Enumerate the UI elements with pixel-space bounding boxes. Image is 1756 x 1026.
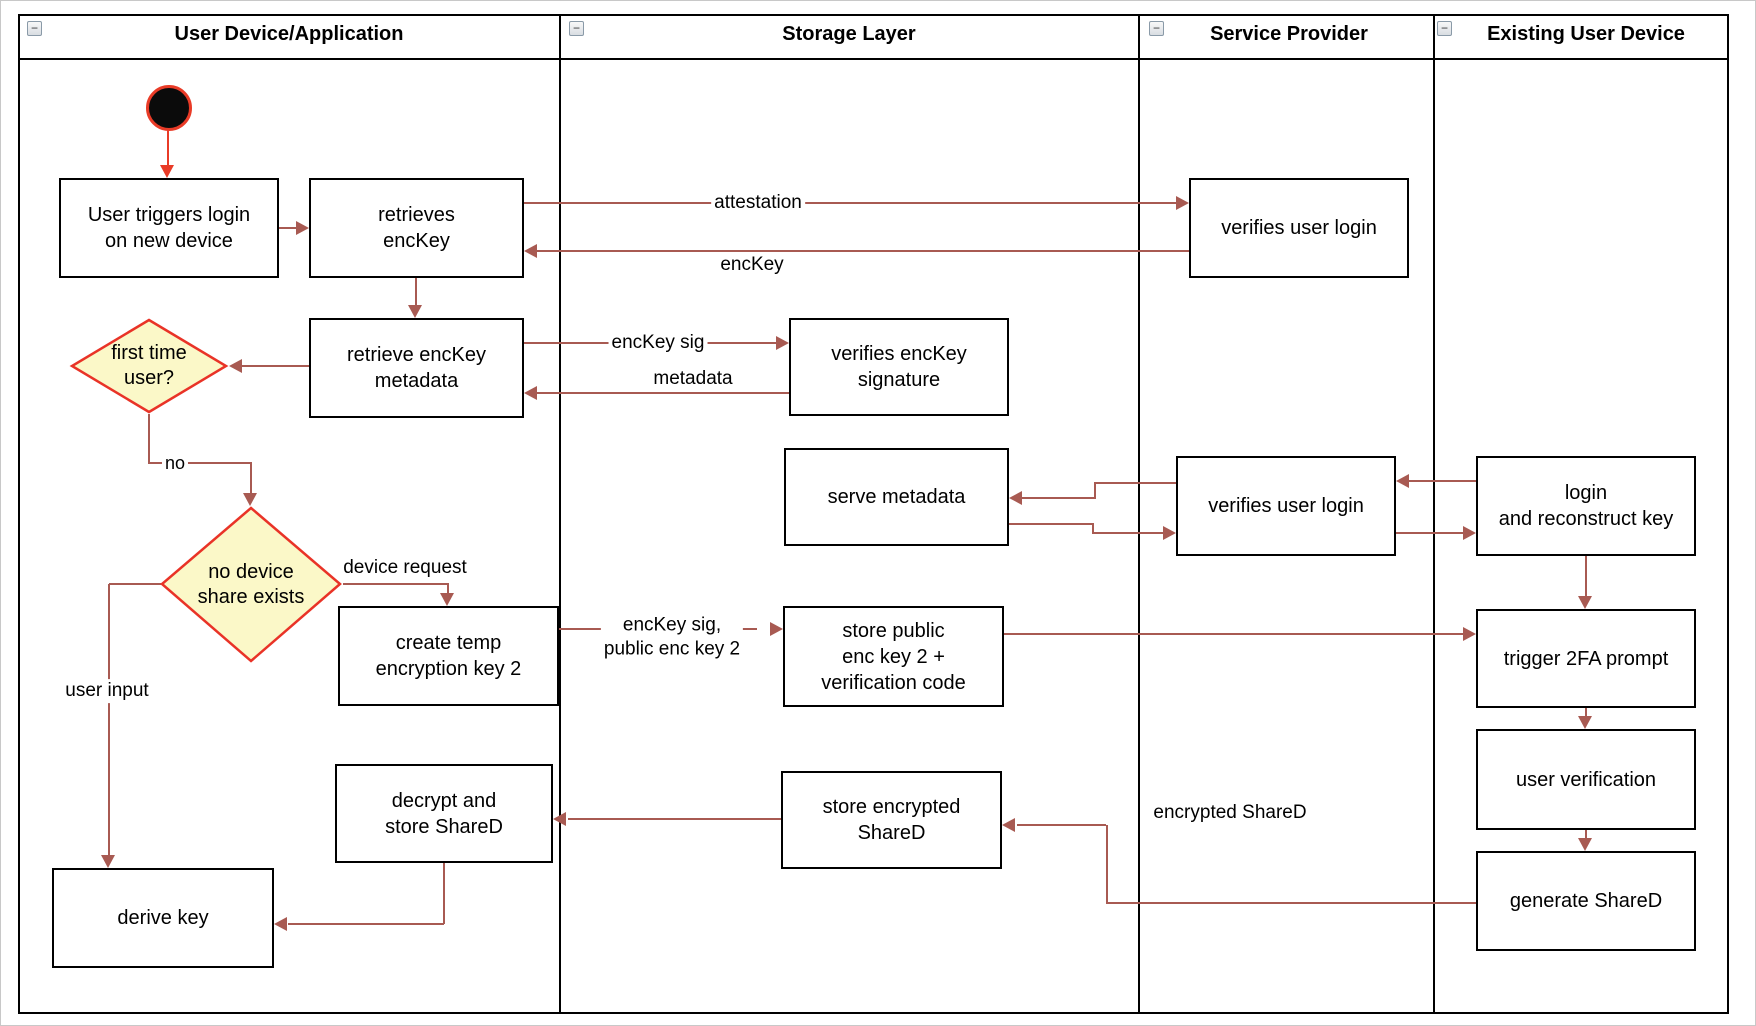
collapse-icon[interactable]: −	[1149, 21, 1164, 36]
arrowhead	[296, 221, 309, 235]
node-serve-metadata[interactable]: serve metadata	[784, 448, 1009, 546]
node-retrieves-enckey[interactable]: retrieves encKey	[309, 178, 524, 278]
arrowhead	[101, 855, 115, 868]
connector	[568, 818, 781, 820]
connector-enckey	[537, 250, 1189, 252]
arrowhead	[1578, 838, 1592, 851]
connector-device-request	[447, 583, 449, 594]
arrowhead	[770, 622, 783, 636]
connector	[415, 278, 417, 305]
edge-label-device-request: device request	[340, 556, 470, 580]
node-create-temp-key[interactable]: create temp encryption key 2	[338, 606, 559, 706]
lane-title-existing-device[interactable]: Existing User Device	[1487, 23, 1685, 45]
node-derive-key[interactable]: derive key	[52, 868, 274, 968]
edge-label-attestation: attestation	[711, 191, 805, 215]
arrowhead	[553, 812, 566, 826]
edge-label-enckey: encKey	[717, 253, 787, 277]
connector	[1585, 708, 1587, 717]
node-verifies-enckey-signature[interactable]: verifies encKey signature	[789, 318, 1009, 416]
decision-first-time-user[interactable]: first time user?	[69, 318, 229, 414]
edge-label-no: no	[161, 451, 189, 475]
edge-label-enckey-sig-public: encKey sig, public enc key 2	[600, 613, 744, 661]
node-store-encrypted-shared[interactable]: store encrypted ShareD	[781, 771, 1002, 869]
arrowhead	[160, 165, 174, 178]
arrowhead	[1009, 491, 1022, 505]
connector-no	[148, 414, 150, 463]
connector	[1009, 523, 1094, 525]
node-user-verification[interactable]: user verification	[1476, 729, 1696, 830]
node-verifies-user-login-2[interactable]: verifies user login	[1176, 456, 1396, 556]
arrowhead	[524, 386, 537, 400]
lane-separator-2	[1138, 14, 1140, 1012]
connector-user-input	[109, 583, 161, 585]
node-trigger-2fa[interactable]: trigger 2FA prompt	[1476, 609, 1696, 708]
connector-user-input	[108, 584, 110, 855]
arrowhead	[1578, 596, 1592, 609]
connector	[1585, 830, 1587, 839]
arrowhead	[274, 917, 287, 931]
edge-label-user-input: user input	[62, 679, 152, 703]
connector-attestation	[524, 202, 1176, 204]
arrowhead	[1163, 526, 1176, 540]
connector	[443, 863, 445, 924]
node-verifies-user-login-1[interactable]: verifies user login	[1189, 178, 1409, 278]
connector	[1092, 523, 1094, 534]
swimlane-frame	[18, 14, 1729, 1014]
connector	[1004, 633, 1463, 635]
edge-label-encrypted-shared: encrypted ShareD	[1150, 801, 1310, 825]
edge-label-enckey-sig: encKey sig	[608, 331, 708, 355]
decision-label: first time user?	[111, 342, 187, 389]
edge-label-metadata: metadata	[650, 367, 736, 391]
node-login-reconstruct[interactable]: login and reconstruct key	[1476, 456, 1696, 556]
arrowhead	[1463, 627, 1476, 641]
header-divider	[18, 58, 1727, 60]
connector	[1095, 482, 1176, 484]
connector-encrypted-shared	[1017, 824, 1106, 826]
lane-title-service-provider[interactable]: Service Provider	[1210, 23, 1368, 45]
connector	[1409, 480, 1476, 482]
connector	[1094, 532, 1163, 534]
connector-no	[250, 462, 252, 493]
lane-title-user-device[interactable]: User Device/Application	[174, 23, 404, 45]
decision-no-device-share[interactable]: no device share exists	[159, 506, 343, 663]
arrowhead	[229, 359, 242, 373]
arrowhead	[1463, 526, 1476, 540]
arrowhead	[440, 593, 454, 606]
lane-separator-3	[1433, 14, 1435, 1012]
lane-title-storage-layer[interactable]: Storage Layer	[782, 23, 916, 45]
node-generate-shared[interactable]: generate ShareD	[1476, 851, 1696, 951]
arrowhead	[1396, 474, 1409, 488]
connector-encrypted-shared	[1108, 902, 1476, 904]
connector	[1396, 532, 1463, 534]
connector	[288, 923, 444, 925]
connector	[279, 227, 297, 229]
connector-device-request	[343, 583, 449, 585]
start-node[interactable]	[146, 85, 192, 131]
connector-metadata	[537, 392, 789, 394]
collapse-icon[interactable]: −	[1437, 21, 1452, 36]
arrowhead	[408, 305, 422, 318]
connector-encrypted-shared	[1106, 825, 1108, 904]
node-retrieve-enckey-metadata[interactable]: retrieve encKey metadata	[309, 318, 524, 418]
connector-no	[148, 462, 252, 464]
connector	[1585, 556, 1587, 596]
node-decrypt-store-shared[interactable]: decrypt and store ShareD	[335, 764, 553, 863]
arrowhead	[243, 493, 257, 506]
arrowhead	[1578, 716, 1592, 729]
connector	[1094, 482, 1096, 499]
lane-separator-1	[559, 14, 561, 1012]
connector-start	[167, 129, 169, 167]
arrowhead	[1002, 818, 1015, 832]
arrowhead	[776, 336, 789, 350]
connector	[242, 365, 309, 367]
connector	[1022, 497, 1094, 499]
node-user-triggers-login[interactable]: User triggers login on new device	[59, 178, 279, 278]
arrowhead	[1176, 196, 1189, 210]
node-store-public-key[interactable]: store public enc key 2 + verification co…	[783, 606, 1004, 707]
arrowhead	[524, 244, 537, 258]
collapse-icon[interactable]: −	[569, 21, 584, 36]
decision-label: no device share exists	[197, 560, 305, 608]
collapse-icon[interactable]: −	[27, 21, 42, 36]
